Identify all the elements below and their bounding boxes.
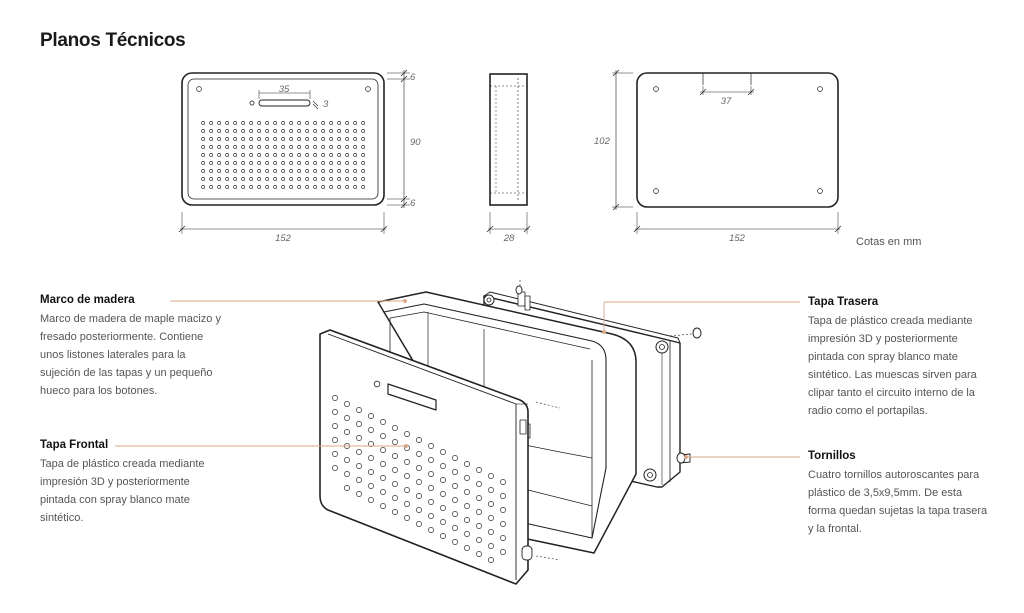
back-hole-br (817, 188, 823, 194)
callout-front-cover-body: Tapa de plástico creada mediante impresi… (40, 458, 205, 524)
front-dot-grid (199, 119, 369, 191)
callout-front-cover-title: Tapa Frontal (40, 439, 109, 451)
dim-slot-height: 3 (323, 99, 329, 110)
callout-back-cover-title: Tapa Trasera (808, 296, 879, 308)
callout-frame-body: Marco de madera de maple macizo y fresad… (40, 313, 221, 397)
front-corner-hole-tr (365, 86, 371, 92)
dim-slot-width: 35 (279, 84, 290, 95)
callout-back-cover: Tapa Trasera Tapa de plástico creada med… (808, 296, 993, 420)
dim-notch-width: 37 (721, 96, 732, 107)
exploded-view (319, 280, 702, 585)
dim-side-depth: 28 (503, 233, 515, 244)
front-cover-dot-grid (332, 395, 506, 563)
callout-frame: Marco de madera Marco de madera de maple… (40, 294, 225, 400)
dim-back-height: 102 (594, 136, 611, 147)
dim-front-height: 90 (410, 137, 421, 148)
dim-front-bottom-margin: 6 (410, 198, 416, 209)
page-title: Planos Técnicos (40, 30, 186, 51)
back-view (612, 69, 842, 234)
screws-3d (483, 280, 702, 561)
dim-front-width: 152 (275, 233, 292, 244)
dim-back-width: 152 (729, 233, 746, 244)
callout-screws-body: Cuatro tornillos autoroscantes para plás… (808, 469, 988, 535)
callout-screws: Tornillos Cuatro tornillos autoroscantes… (808, 450, 993, 538)
callout-back-cover-body: Tapa de plástico creada mediante impresi… (808, 315, 977, 417)
back-hole-bl (653, 188, 659, 194)
front-indicator-hole (249, 100, 255, 106)
leader-lines (115, 299, 800, 459)
dim-front-top-margin: 6 (410, 72, 416, 83)
front-corner-hole-tl (196, 86, 202, 92)
callout-frame-title: Marco de madera (40, 294, 135, 306)
front-inner (187, 78, 379, 200)
back-hole-tr (817, 86, 823, 92)
front-slot (258, 99, 311, 107)
side-view (486, 73, 531, 234)
front-outer (181, 72, 385, 206)
callout-front-cover: Tapa Frontal Tapa de plástico creada med… (40, 439, 225, 527)
back-hole-tl (653, 86, 659, 92)
callout-screws-title: Tornillos (808, 450, 856, 462)
front-cover-3d (319, 329, 533, 585)
back-outer (636, 72, 839, 208)
front-view (178, 69, 410, 234)
side-outline (489, 73, 528, 206)
units-note: Cotas en mm (856, 236, 922, 248)
